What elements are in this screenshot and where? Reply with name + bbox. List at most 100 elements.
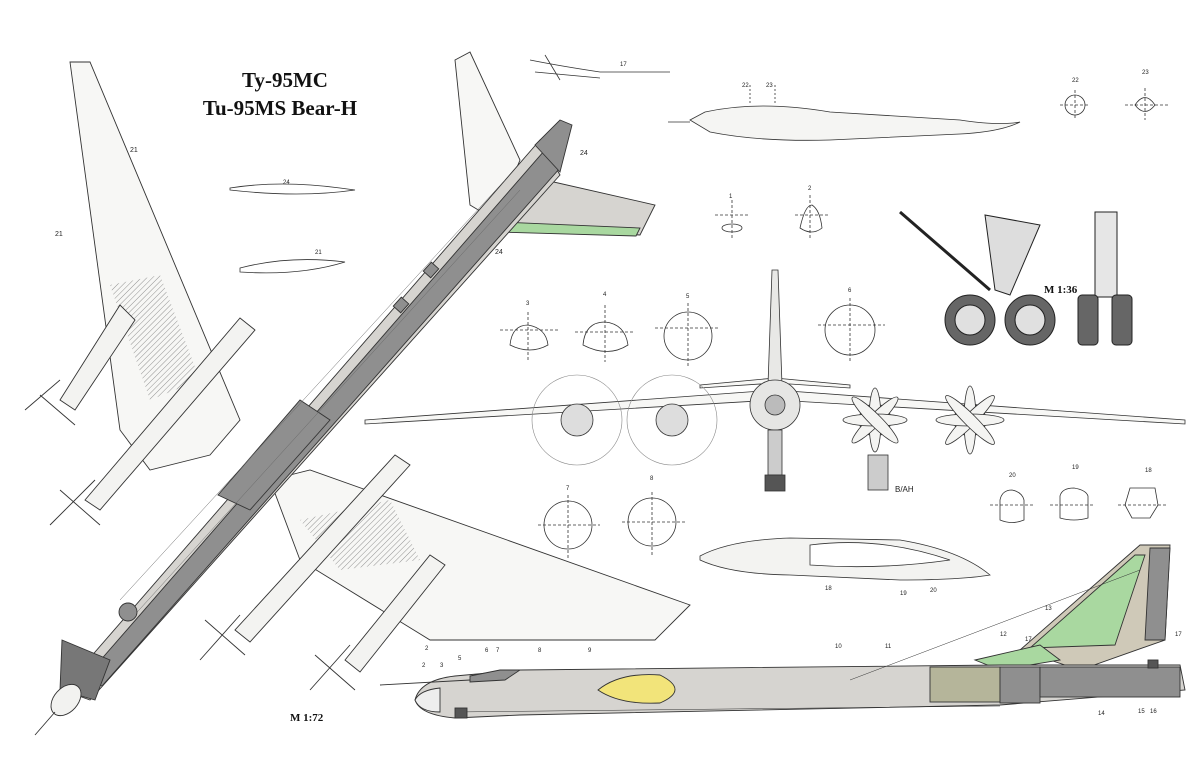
svg-text:21: 21 — [55, 231, 63, 238]
svg-text:21: 21 — [315, 250, 322, 256]
svg-text:13: 13 — [1045, 606, 1052, 612]
section-4 — [575, 305, 635, 362]
svg-text:18: 18 — [825, 586, 832, 592]
airfoil-21 — [239, 259, 346, 274]
airfoil-sections — [229, 54, 670, 274]
section-18 — [1118, 487, 1168, 519]
side-view-cockpit — [469, 669, 522, 683]
svg-text:15: 15 — [1138, 709, 1145, 715]
section-5 — [655, 303, 720, 368]
airfoil-17 — [529, 54, 670, 81]
front-view-main-gear — [867, 454, 889, 491]
front-view — [364, 269, 1186, 492]
main-gear-front — [1077, 211, 1133, 346]
svg-text:24: 24 — [580, 150, 588, 157]
svg-text:8: 8 — [650, 476, 654, 482]
side-view-refuel-probe — [379, 679, 471, 686]
scale-gear: M 1:36 — [1044, 284, 1078, 296]
section-23 — [1125, 88, 1170, 120]
top-view-engine-4 — [309, 554, 446, 691]
svg-text:18: 18 — [1145, 468, 1152, 474]
front-view-propellers — [842, 385, 1005, 455]
gear-front-wheel-1 — [1077, 294, 1099, 346]
svg-text:23: 23 — [766, 83, 773, 89]
svg-text:22: 22 — [1072, 78, 1079, 84]
top-view-wing-upper — [69, 61, 241, 471]
section-8 — [622, 492, 685, 555]
svg-text:19: 19 — [1072, 465, 1079, 471]
front-view-nacelle-2 — [655, 403, 689, 437]
top-view-tail-turret — [534, 119, 573, 173]
gear-front-wheel-2 — [1111, 294, 1133, 346]
side-view — [379, 544, 1186, 719]
side-view-wing-root — [597, 674, 676, 704]
scale-main: M 1:72 — [290, 712, 324, 724]
top-view-engine-1 — [24, 304, 136, 426]
svg-text:10: 10 — [835, 644, 842, 650]
svg-text:12: 12 — [1000, 632, 1007, 638]
cross-sections — [500, 88, 1170, 558]
section-1 — [715, 200, 750, 240]
svg-text:20: 20 — [1009, 473, 1016, 479]
airfoil-24 — [229, 183, 356, 195]
svg-text:3: 3 — [440, 663, 444, 669]
top-view-wing-upper-hatch — [110, 275, 200, 400]
top-view-plan — [24, 51, 691, 736]
cross-section-labels: 22 23 1 2 3 4 5 6 7 8 20 19 18 — [526, 70, 1152, 492]
section-7 — [538, 495, 600, 558]
front-view-nose-gear — [767, 429, 783, 476]
svg-text:6: 6 — [485, 648, 489, 654]
svg-text:22: 22 — [742, 83, 749, 89]
section-19 — [1050, 487, 1095, 521]
top-view-callouts: 21 21 24 24 — [55, 147, 588, 256]
side-view-antenna — [849, 569, 1141, 681]
svg-text:16: 16 — [1150, 709, 1157, 715]
section-22 — [1060, 90, 1090, 120]
side-view-tail-section — [929, 666, 1001, 703]
svg-text:17: 17 — [1025, 637, 1032, 643]
svg-text:21: 21 — [130, 147, 138, 154]
front-view-fin — [767, 269, 783, 386]
svg-text:17: 17 — [620, 62, 627, 68]
section-20 — [990, 489, 1035, 523]
svg-text:1: 1 — [729, 194, 733, 200]
section-6 — [818, 298, 885, 362]
nacelle-side-view — [699, 537, 991, 581]
svg-text:23: 23 — [1142, 70, 1149, 76]
front-view-nacelle-1 — [560, 403, 594, 437]
title-english: Tu-95MS Bear-H — [202, 96, 358, 120]
svg-text:2: 2 — [425, 646, 429, 652]
top-view-engine-2 — [49, 317, 256, 526]
svg-text:24: 24 — [495, 249, 503, 256]
svg-text:11: 11 — [885, 644, 892, 650]
title-russian: Ty-95MC — [242, 68, 328, 92]
svg-text:3: 3 — [526, 301, 530, 307]
svg-text:7: 7 — [566, 486, 570, 492]
svg-text:20: 20 — [930, 588, 937, 594]
upper-nacelle-labels: 22 23 — [742, 83, 773, 89]
svg-text:17: 17 — [1175, 632, 1182, 638]
svg-text:24: 24 — [283, 180, 290, 186]
svg-text:7: 7 — [496, 648, 500, 654]
svg-text:4: 4 — [603, 292, 607, 298]
airfoil-labels: 17 24 21 — [283, 62, 627, 256]
section-2 — [795, 195, 830, 240]
top-view-refuel-probe — [34, 711, 56, 736]
svg-text:5: 5 — [686, 294, 690, 300]
svg-text:2: 2 — [808, 186, 812, 192]
front-view-tag: B/AH — [895, 485, 914, 494]
top-view-bomb-bay — [217, 399, 331, 511]
svg-text:8: 8 — [538, 648, 542, 654]
upper-nacelle-view — [668, 85, 1021, 141]
svg-text:14: 14 — [1098, 711, 1105, 717]
top-view-engine-3 — [199, 454, 411, 661]
svg-text:9: 9 — [588, 648, 592, 654]
svg-text:2: 2 — [422, 663, 426, 669]
svg-text:6: 6 — [848, 288, 852, 294]
section-3 — [500, 312, 560, 360]
main-gear-side — [899, 210, 1056, 346]
